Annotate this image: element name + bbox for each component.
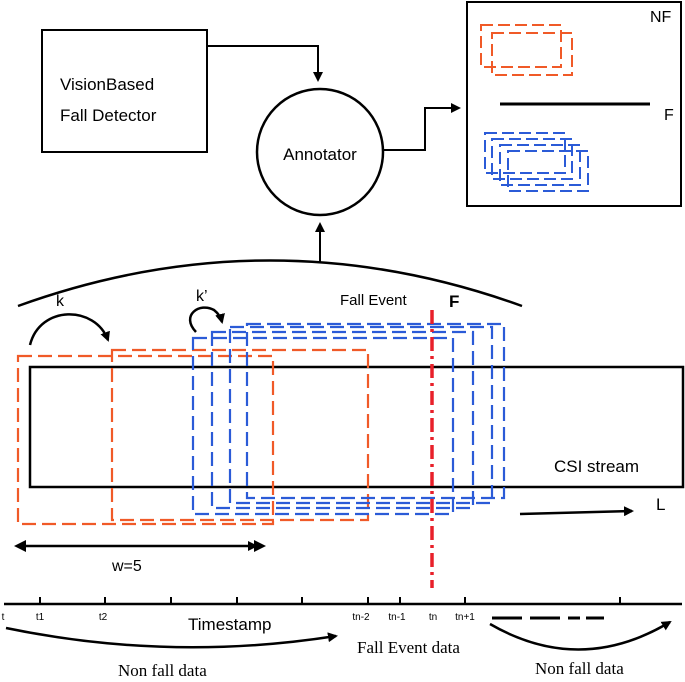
timeline-tick-labels: t t1 t2 tn-2 tn-1 tn tn+1 [2,612,476,623]
stream-length-label: L [656,495,665,514]
non-fall-right-label: Non fall data [535,659,624,678]
annotator-label: Annotator [283,145,357,164]
annotator-node: Annotator [255,87,385,217]
timeline-axis-title: Timestamp [188,615,271,634]
fall-event-data-label: Fall Event data [357,638,460,657]
nf-label: NF [650,9,672,26]
tick-label: t2 [99,612,108,623]
non-fall-right-arrow [489,620,672,651]
window-6 [245,322,506,500]
k-stride-arrow [28,313,110,346]
detector-label-line2: Fall Detector [60,106,157,125]
non-fall-windows [480,24,573,76]
window-width-indicator: w=5 [14,540,266,575]
window-width-label: w=5 [111,558,142,575]
k-prime-label: k’ [196,288,208,305]
annotator-to-output-arrow [383,103,461,151]
tick-label: t1 [36,612,45,623]
stream-direction-arrow [519,506,634,517]
window-5 [228,325,494,505]
window-4 [210,330,475,510]
blue-sliding-windows [191,322,506,516]
detector-to-annotator-arrow [207,45,323,82]
k-prime-stride-arrow [188,306,225,333]
window-1 [16,354,275,526]
tick-label: tn-2 [352,612,370,623]
vision-fall-detector-box: VisionBased Fall Detector [41,29,208,153]
window-3 [191,336,455,516]
timeline-ticks [39,597,621,604]
fall-event-label: Fall Event [340,292,408,309]
f-label: F [664,107,674,124]
fall-event-marker: F [449,292,459,311]
window-2 [110,348,370,522]
non-fall-left-label: Non fall data [118,661,207,680]
tick-label: tn-1 [388,612,406,623]
output-panel: NF F [466,1,682,207]
csi-stream-label: CSI stream [554,457,639,476]
csi-stream-box [28,365,685,489]
fall-windows [484,132,589,192]
orange-sliding-windows [16,348,370,526]
k-label: k [56,293,65,310]
non-fall-left-arrow [5,626,338,649]
tick-label: tn [429,612,437,623]
detector-label-line1: VisionBased [60,75,154,94]
stream-bracket-arc [17,259,523,308]
tick-label: tn+1 [455,612,475,623]
tick-label: t [2,612,5,623]
